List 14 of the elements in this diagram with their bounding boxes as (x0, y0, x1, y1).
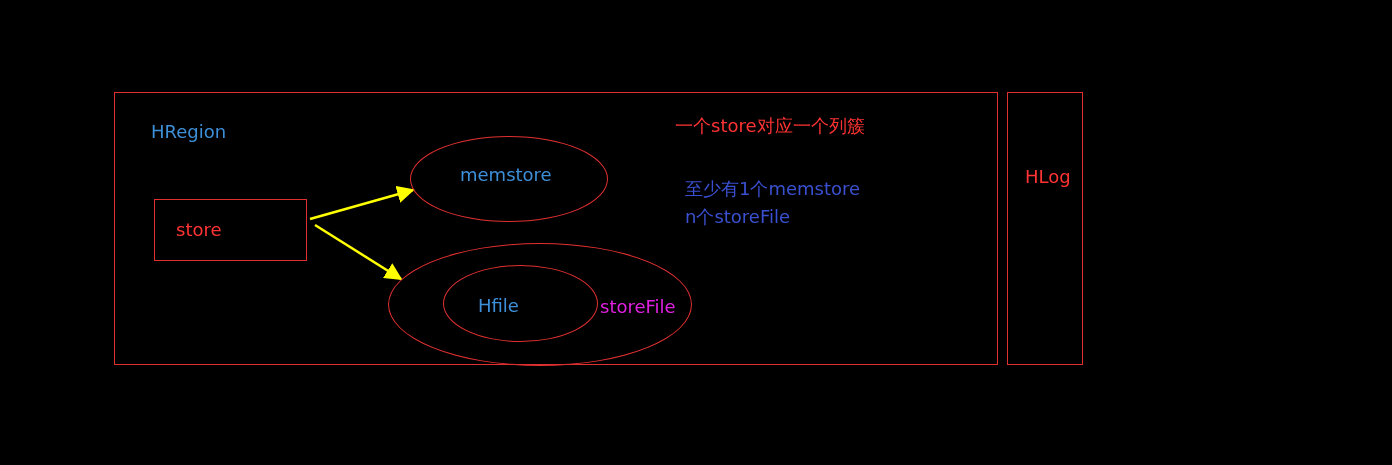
arrow (309, 185, 415, 221)
log-box (1007, 92, 1083, 365)
region-box (114, 92, 998, 365)
ellipse-label: Hfile (478, 295, 519, 317)
store-box (154, 199, 307, 261)
box-label: store (176, 219, 222, 241)
note-text: 一个store对应一个列簇 (675, 115, 865, 137)
hfile-ellipse (443, 265, 598, 342)
ellipse-label: memstore (460, 164, 552, 186)
region-label: HRegion (151, 121, 227, 143)
note-text: 至少有1个memstore n个storeFile (685, 177, 862, 229)
arrow (314, 223, 403, 281)
box-label: HLog (1025, 166, 1071, 188)
ellipse-label: storeFile (600, 296, 676, 318)
